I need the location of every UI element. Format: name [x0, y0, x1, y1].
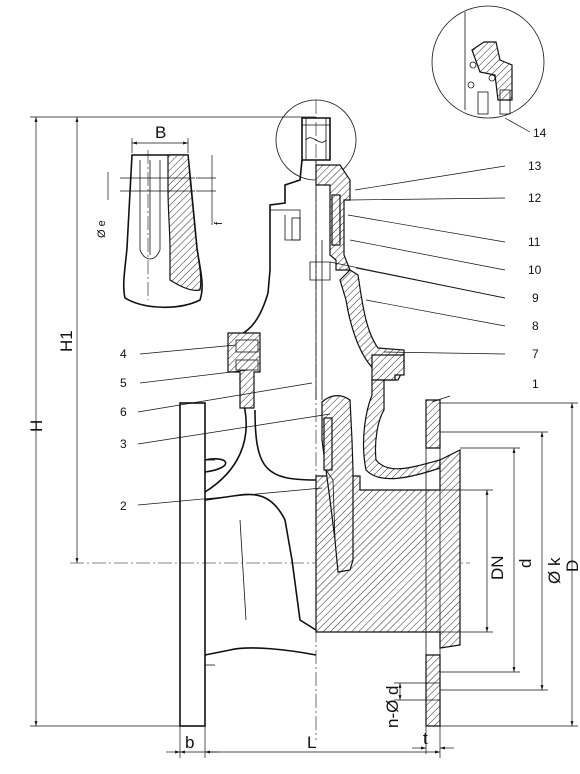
- part-number-12: 12: [528, 191, 542, 205]
- dim-label-H: H: [27, 420, 46, 432]
- dim-label-t: t: [423, 729, 428, 748]
- sectioned-parts: [227, 160, 461, 727]
- dim-label-D: D: [563, 560, 580, 572]
- valve-body: [204, 99, 357, 656]
- part-number-5: 5: [120, 376, 127, 390]
- part-number-11: 11: [528, 235, 541, 249]
- part-number-8: 8: [532, 319, 539, 333]
- part-number-7: 7: [532, 347, 539, 361]
- part-number-14: 14: [533, 126, 547, 140]
- dim-label-e: Ø e: [96, 220, 108, 238]
- dim-label-d: d: [516, 559, 535, 568]
- part-number-texts: 1 2 3 4 5 6 7 8 9 10 11 12 13 14: [120, 126, 547, 513]
- part-number-3: 3: [120, 437, 127, 451]
- part-number-9: 9: [532, 291, 539, 305]
- dim-label-B: B: [155, 123, 166, 142]
- stem-cap-detail: [107, 138, 216, 309]
- dim-label-H1: H1: [57, 330, 76, 352]
- part-number-13: 13: [528, 159, 542, 173]
- dim-label-n-d: n-Ø d: [383, 685, 402, 728]
- dimension-texts: H H1 B Ø e f DN d Ø k D n-Ø d b L t: [27, 123, 580, 752]
- dimension-lines: [30, 116, 578, 758]
- seal-detail-zoom: [431, 5, 545, 119]
- left-flange: [179, 402, 215, 727]
- part-number-4: 4: [120, 347, 127, 361]
- dim-label-f: f: [213, 221, 225, 225]
- leader-lines: [137, 117, 531, 506]
- dim-label-L: L: [307, 733, 316, 752]
- dim-label-k: Ø k: [545, 557, 564, 584]
- dim-label-DN: DN: [488, 555, 507, 580]
- dim-label-b: b: [185, 733, 194, 752]
- part-number-6: 6: [120, 405, 127, 419]
- part-number-10: 10: [528, 263, 542, 277]
- part-number-1: 1: [532, 377, 539, 391]
- part-number-2: 2: [120, 499, 127, 513]
